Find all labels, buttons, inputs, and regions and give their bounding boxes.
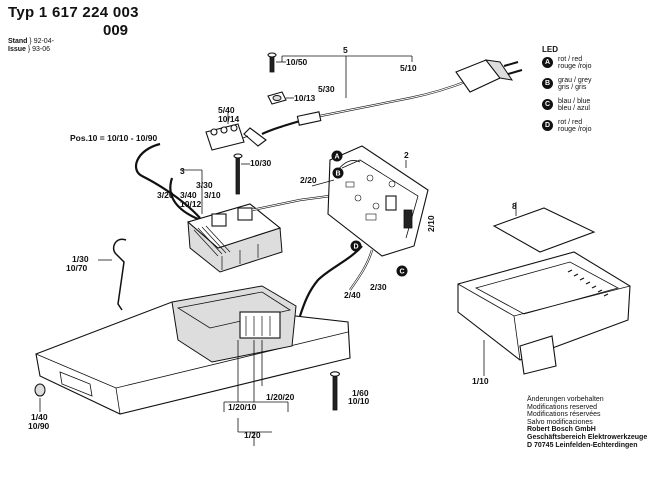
legend-item-d: D rot / red rouge /rojo	[542, 119, 591, 134]
label-pos-10: Pos.10 = 10/10 - 10/90	[70, 133, 157, 143]
label-1-30: 1/30	[72, 254, 89, 264]
wire-spring	[98, 238, 127, 311]
label-10-50: 10/50	[286, 57, 308, 67]
revision-info: Stand } 92-04- Issue } 93-06	[8, 38, 54, 53]
label-3-30: 3/30	[196, 180, 213, 190]
note-line-en: Modifications reserved	[527, 403, 598, 411]
company-name: Robert Bosch GmbH	[527, 426, 596, 434]
stand-value: 92-04-	[33, 38, 54, 45]
label-10-30: 10/30	[250, 158, 272, 168]
label-5-30: 5/30	[318, 84, 335, 94]
legend-item-a: A rot / red rouge /rojo	[542, 56, 591, 71]
footer-notes: Änderungen vorbehalten Modifications res…	[527, 396, 647, 449]
legend-dot-b: B	[542, 77, 553, 89]
callout-a-label: A	[334, 154, 339, 161]
model-title: Typ 1 617 224 003	[8, 4, 139, 21]
legend-item-c: C blau / blue bleu / azul	[542, 98, 591, 113]
label-2-40: 2/40	[344, 290, 361, 300]
power-cord-assembly	[237, 55, 523, 147]
rubber-foot	[34, 383, 46, 412]
legend-dot-a: A	[542, 56, 553, 68]
legend-c-line1: blau / blue	[558, 97, 591, 105]
label-1-60: 1/60	[352, 388, 369, 398]
issue-value: 93-06	[32, 46, 51, 53]
label-2-10: 2/10	[426, 215, 436, 232]
note-line-fr: Modifications réservées	[527, 411, 601, 419]
legend-dot-c: C	[542, 98, 553, 110]
screw-10-30	[233, 153, 250, 195]
label-plate	[492, 202, 596, 253]
terminal-block	[205, 112, 245, 151]
label-10-14: 10/14	[218, 114, 240, 124]
led-color-legend: LED A rot / red rouge /rojo B grau / gre…	[542, 46, 591, 140]
legend-b-line2: gris / gris	[558, 84, 587, 91]
label-1-10: 1/10	[472, 376, 489, 386]
callout-d-label: D	[353, 244, 358, 251]
callout-c-label: C	[399, 269, 404, 276]
legend-c-line2: bleu / azul	[558, 105, 590, 112]
callout-b-label: B	[335, 171, 340, 178]
label-5-40: 5/40	[218, 105, 235, 115]
note-line-de: Änderungen vorbehalten	[527, 396, 604, 403]
circuit-board	[298, 145, 429, 317]
legend-heading: LED	[542, 45, 558, 54]
label-5: 5	[343, 45, 348, 55]
label-1-20: 1/20	[244, 430, 261, 440]
screw-1-60	[329, 371, 341, 411]
label-10-10: 10/10	[348, 396, 370, 406]
legend-d-line2: rouge /rojo	[558, 126, 592, 133]
label-10-12: 10/12	[180, 199, 202, 209]
model-variant: 009	[103, 22, 129, 39]
label-2-30: 2/30	[370, 282, 387, 292]
callout-a	[331, 150, 343, 162]
label-1-40: 1/40	[31, 412, 48, 422]
label-10-13: 10/13	[294, 93, 316, 103]
screw-10-50	[267, 52, 286, 73]
cable-clamp	[267, 91, 294, 105]
stand-label: Stand	[8, 38, 28, 45]
label-8: 8	[512, 201, 517, 211]
base-tray	[35, 285, 351, 446]
legend-dot-d: D	[542, 119, 553, 131]
label-5-10: 5/10	[400, 63, 417, 73]
part-number-labels: 5 5/10 5/30 10/50 10/13 5/40 10/14 Pos.1…	[28, 45, 517, 440]
label-10-70: 10/70	[66, 263, 88, 273]
legend-item-b: B grau / grey gris / gris	[542, 77, 591, 92]
callout-b	[332, 167, 344, 179]
issue-label: Issue	[8, 46, 26, 53]
label-2: 2	[404, 150, 409, 160]
led-callouts: A B C D	[331, 150, 408, 277]
callout-d	[350, 240, 362, 252]
company-division: Geschäftsbereich Elektrowerkzeuge	[527, 433, 648, 441]
callout-c	[396, 265, 408, 277]
legend-a-line2: rouge /rojo	[558, 63, 592, 70]
label-10-90: 10/90	[28, 421, 50, 431]
label-3: 3	[180, 166, 185, 176]
label-1-20-20: 1/20/20	[266, 392, 295, 402]
note-line-es: Salvo modificaciones	[527, 418, 593, 426]
legend-a-line1: rot / red	[558, 55, 583, 63]
label-3-10: 3/10	[204, 190, 221, 200]
label-1-20-10: 1/20/10	[228, 402, 257, 412]
label-3-40: 3/40	[180, 190, 197, 200]
label-2-20: 2/20	[300, 175, 317, 185]
cover-housing	[457, 251, 631, 376]
transformer	[134, 142, 331, 273]
legend-b-line1: grau / grey	[558, 76, 592, 84]
legend-d-line1: rot / red	[558, 118, 583, 126]
label-3-20: 3/20	[157, 190, 174, 200]
company-address: D 70745 Leinfelden-Echterdingen	[527, 441, 638, 449]
